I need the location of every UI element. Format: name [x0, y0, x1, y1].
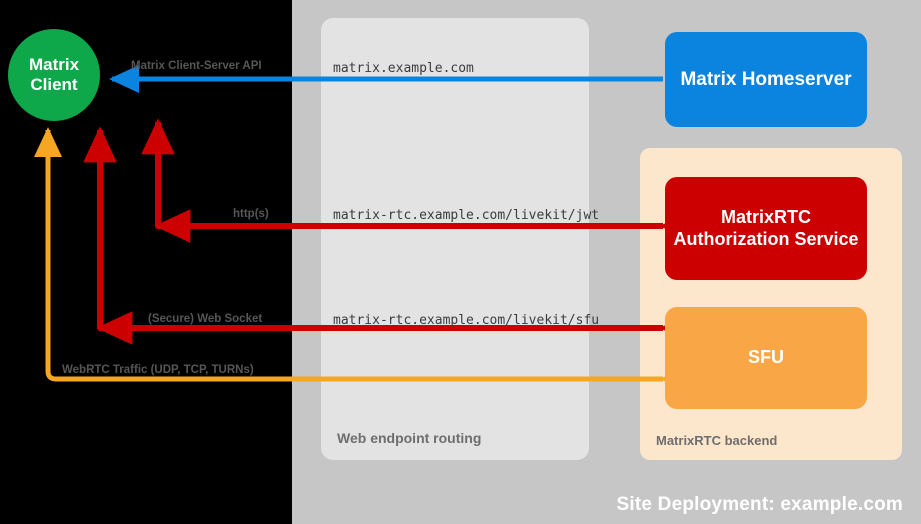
endpoint-livekit-sfu: matrix-rtc.example.com/livekit/sfu: [333, 313, 600, 328]
edge-label-matrix-client-server-api: Matrix Client-Server API: [131, 60, 262, 72]
node-matrixrtc-authorization-service[interactable]: MatrixRTC Authorization Service: [665, 177, 867, 280]
site-deployment-title: Site Deployment: example.com: [616, 494, 903, 515]
node-matrix-homeserver[interactable]: Matrix Homeserver: [665, 32, 867, 127]
web-endpoint-routing-panel: Web endpoint routing: [321, 18, 589, 460]
edge-label-webrtc-traffic: WebRTC Traffic (UDP, TCP, TURNs): [62, 364, 254, 376]
endpoint-livekit-jwt: matrix-rtc.example.com/livekit/jwt: [333, 208, 600, 223]
node-matrix-client-line1: Matrix: [28, 55, 80, 75]
node-sfu[interactable]: SFU: [665, 307, 867, 409]
matrixrtc-backend-label: MatrixRTC backend: [656, 433, 778, 448]
edge-label-https: http(s): [233, 208, 269, 220]
web-endpoint-routing-label: Web endpoint routing: [337, 430, 482, 446]
node-matrix-client-line2: Client: [30, 75, 78, 94]
edge-label-secure-websocket: (Secure) Web Socket: [148, 313, 263, 325]
endpoint-matrix-example-com: matrix.example.com: [333, 61, 474, 76]
node-matrix-client[interactable]: Matrix Client: [8, 29, 100, 121]
